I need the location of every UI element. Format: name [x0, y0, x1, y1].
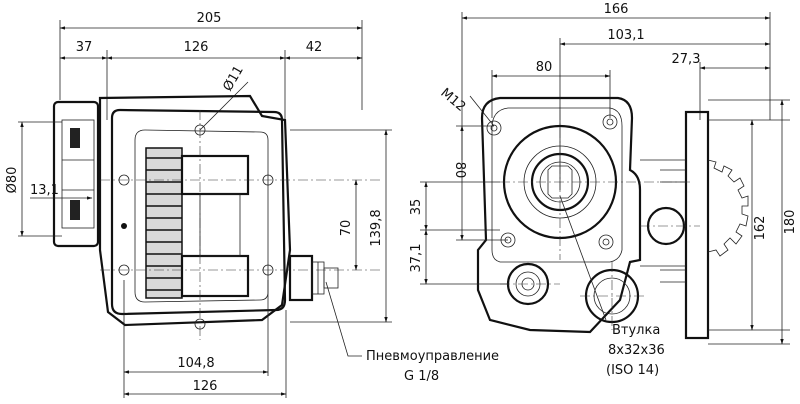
dim-103-1: 103,1: [607, 28, 644, 43]
dim-37: 37: [76, 40, 93, 55]
dim-166: 166: [604, 2, 629, 17]
callout-bushing-line3: (ISO 14): [606, 363, 659, 378]
side-view: 166 103,1 27,3 80 M12: [409, 2, 798, 378]
dim-dia80: Ø80: [5, 167, 20, 194]
callout-bushing-line1: Втулка: [612, 323, 660, 338]
dim-104-8: 104,8: [177, 356, 214, 371]
dim-139-8: 139,8: [369, 209, 384, 246]
dim-dia11: Ø11: [220, 63, 246, 94]
dim-35: 35: [409, 199, 424, 216]
dim-27-3: 27,3: [672, 52, 701, 67]
callout-pneumatic-line2: G 1/8: [404, 369, 439, 384]
thread-m12: M12: [437, 86, 468, 115]
dim-126-top: 126: [184, 40, 209, 55]
dim-126-bottom: 126: [193, 379, 218, 394]
dia11-leader: [199, 81, 249, 131]
dim-42: 42: [306, 40, 323, 55]
callout-bushing-line2: 8x32x36: [608, 343, 665, 358]
dim-37-1: 37,1: [409, 244, 424, 273]
dim-205: 205: [197, 11, 222, 26]
dim-13-1: 13,1: [30, 183, 59, 198]
dim-70: 70: [339, 220, 354, 237]
dim-80-vertical: 80: [452, 162, 467, 179]
dim-180: 180: [783, 210, 798, 235]
front-view: 205 37 126 42 Ø11 Ø80 13,1: [5, 11, 499, 398]
dim-80-horizontal: 80: [536, 60, 553, 75]
callout-pneumatic-line1: Пневмоуправление: [366, 349, 499, 364]
dim-162: 162: [753, 216, 768, 241]
